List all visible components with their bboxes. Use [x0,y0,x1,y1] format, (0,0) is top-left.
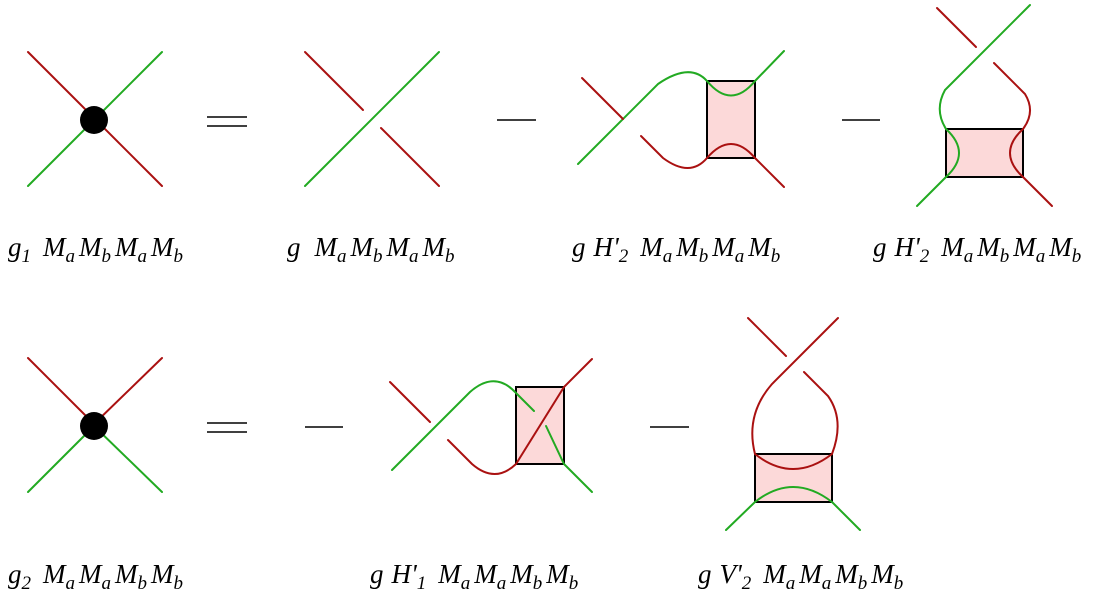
row2-v2-diagram [725,317,861,531]
red-line [936,7,977,48]
red-line [754,157,785,188]
row2-vertex-diagram [27,357,163,493]
green-line [545,425,593,493]
red-line [447,358,593,475]
green-line [938,4,1031,130]
operator-box [706,80,756,159]
green-line [577,71,708,165]
operator-box [945,128,1024,178]
green-line [831,501,861,531]
green-arc [754,486,833,503]
red-line [1022,176,1053,207]
row1-h2-vertical-diagram [916,4,1053,207]
green-line [754,50,785,82]
vertex-dot [80,106,108,134]
green-line [93,425,163,493]
green-arc [706,80,756,97]
green-arc [945,128,960,178]
red-line [803,371,839,455]
red-line [380,127,440,187]
red-line [27,357,95,425]
row1-vertex-diagram [27,51,163,187]
red-line [747,317,787,357]
red-arc [1009,128,1024,178]
red-line [581,77,624,120]
red-line [389,381,431,423]
row1-equals-sign [207,116,247,127]
red-arc [754,453,833,470]
green-line [916,176,947,207]
red-arc [706,143,756,159]
row2-equals-sign [207,422,247,433]
red-line [751,317,839,455]
red-line [304,51,364,111]
green-line [391,380,535,471]
green-line [725,501,756,531]
vertex-dot [80,412,108,440]
row1-crossing-diagram [304,51,440,187]
green-line [27,425,95,493]
row1-h2-diagram [577,50,785,188]
green-line [304,51,440,187]
red-line [640,135,708,169]
red-line [93,357,163,425]
row2-h1-diagram [389,358,593,493]
red-line [993,62,1031,130]
